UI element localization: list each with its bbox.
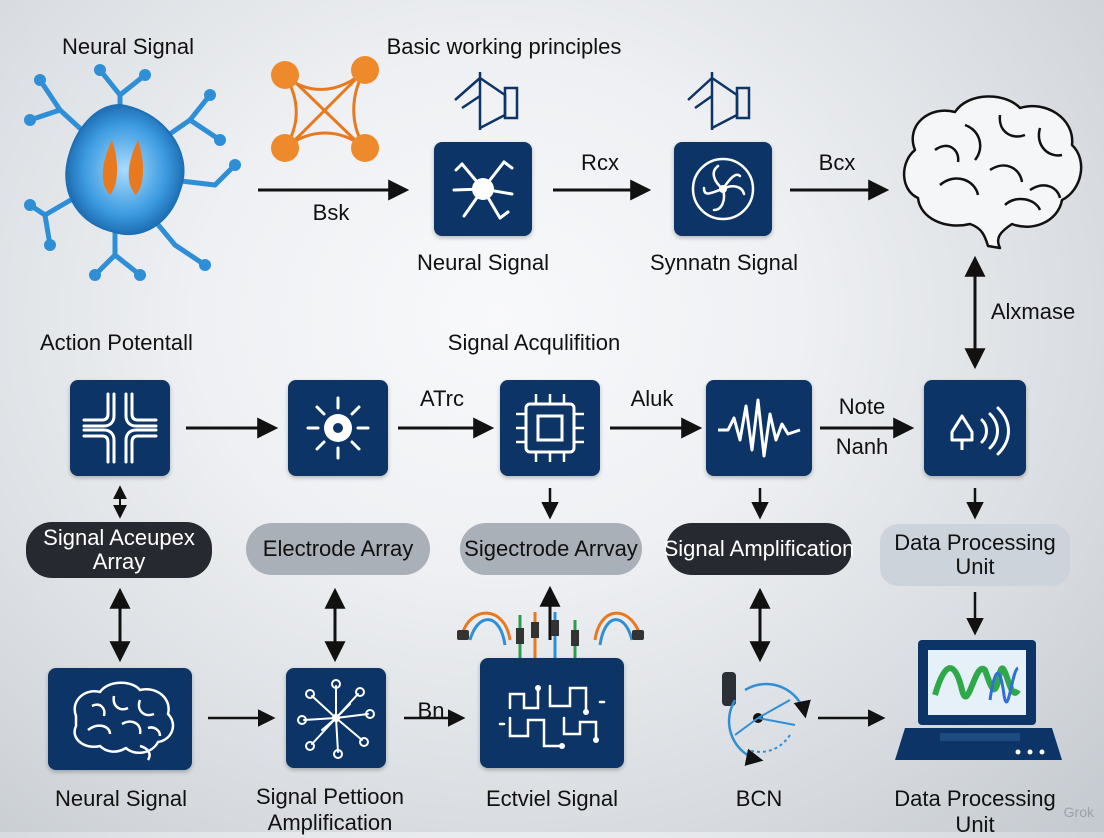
label-action-potential: Action Potentall [40,330,193,355]
electrode-array-box [480,658,624,768]
watermark: Grok [1063,804,1094,820]
molecule-icon [271,56,379,162]
electrode-circuit-icon [457,611,644,660]
pill-sigectrode-array: Sigectrode Arrvay [460,523,642,575]
label-atrc: ATrc [420,386,464,411]
synapse-box [674,142,772,236]
label-aluk: Aluk [630,386,674,411]
label-bsk: Bsk [312,200,350,225]
speaker-icon [687,72,751,130]
neuron-cell-icon [24,64,241,281]
waveform-box [706,380,812,476]
brain-box [48,668,192,770]
label-note: Note [838,394,886,419]
crossroad-icon [82,392,158,464]
diagram-title: Basic working principles [386,34,622,59]
pill-signal-amplification: Signal Amplification [664,523,854,575]
label-neural-signal-top: Neural Signal [61,34,195,59]
electrode-circuit-icon [498,684,606,749]
microchip-box [500,380,600,476]
radial-node-box [288,380,388,476]
synapse-spiral-icon [691,157,755,221]
radial-node-icon [306,396,370,460]
pill-electrode-array: Electrode Array [246,523,430,575]
label-neural-signal-mid: Neural Signal [416,250,550,275]
crossroad-box [70,380,170,476]
brain-icon [902,95,1083,250]
label-bn: Bn [417,698,445,723]
label-nanh: Nanh [835,434,889,459]
speaker-icon [454,72,519,130]
label-bcx: Bcx [818,150,856,175]
wireless-signal-box [924,380,1026,476]
label-signal-acquisition: Signal Acqulifition [447,330,621,355]
label-rcx: Rcx [581,150,619,175]
wireless-signal-icon [950,406,1010,456]
label-bottom-neural-signal: Neural Signal [54,786,188,811]
laptop-waveform-icon [895,640,1062,760]
microchip-icon [516,394,584,462]
label-data-processing-unit: Data Processing Unit [894,786,1056,837]
radial-dots-icon [297,679,375,759]
label-alxmase: Alxmase [990,299,1076,324]
neuron-box [434,142,532,236]
waveform-icon [718,398,801,458]
neuron-icon [452,160,514,220]
label-bcn: BCN [735,786,783,811]
label-signal-petition: Signal Pettioon Amplification [256,784,404,835]
label-synaptic-signal: Synnatn Signal [650,250,798,275]
radial-dots-box [286,668,386,768]
brain-icon [73,681,175,761]
label-ectviel-signal: Ectviel Signal [485,786,619,811]
particle-icon [722,672,811,766]
